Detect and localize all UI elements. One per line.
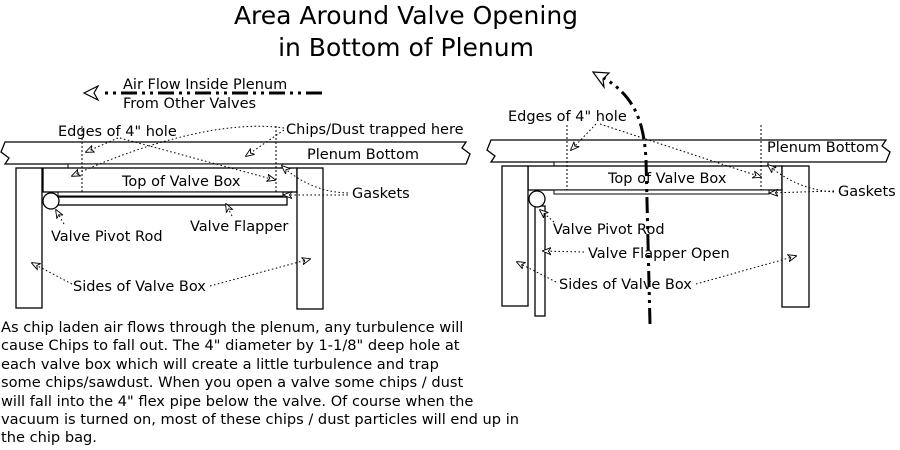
plenum-bottom-label-right: Plenum Bottom [767,140,879,156]
air-flow-label-line2: From Other Valves [123,96,256,112]
sides-leader-left-right [517,262,557,283]
diagram-title-line2: in Bottom of Plenum [278,33,534,62]
edges-of-hole-label: Edges of 4" hole [58,124,177,140]
bottom-gasket [57,191,284,197]
valve-flapper-open [534,205,546,317]
air-flow-arrowhead-icon [82,84,100,102]
valve-box-side-left-right [501,165,529,307]
valve-box-side-left [15,167,43,309]
top-of-valve-box-label: Top of Valve Box [121,174,241,190]
flapper-open-leader [543,251,585,252]
sides-of-valve-box-label: Sides of Valve Box [73,279,206,295]
air-flow-label-line1: Air Flow Inside Plenum [123,77,287,93]
valve-flapper [57,196,288,206]
valve-box-side-right-right [781,165,810,308]
chips-leader-left [72,125,285,176]
plenum-bottom-board-right [486,139,891,163]
valve-pivot-rod [42,192,60,210]
pivot-leader-right [540,210,555,223]
valve-pivot-rod-label: Valve Pivot Rod [51,229,163,245]
gaskets-label-right: Gaskets [838,184,896,200]
right-diagram-open-valve: Plenum Bottom Top of Valve Box Edges of … [486,71,896,325]
valve-box-side-right [296,167,324,310]
pivot-leader [56,210,65,225]
gaskets-leader-bottom-right [770,191,835,193]
top-of-valve-box-label-right: Top of Valve Box [607,171,727,187]
valve-pivot-rod-right [528,190,546,208]
valve-pivot-rod-label-right: Valve Pivot Rod [553,222,665,238]
left-diagram-closed-valve: Air Flow Inside Plenum From Other Valves… [0,77,471,310]
chips-trapped-label: Chips/Dust trapped here [286,122,464,138]
plenum-bottom-label: Plenum Bottom [307,147,419,163]
top-of-valve-box-right [527,165,783,191]
sides-of-valve-box-label-right: Sides of Valve Box [559,277,692,293]
air-flow-up-arrowhead-icon [591,71,611,90]
edges-of-hole-label-right: Edges of 4" hole [508,109,627,125]
edges-leader-right [119,137,275,180]
valve-flapper-open-label: Valve Flapper Open [588,246,730,262]
flapper-leader [226,204,232,217]
plenum-bottom-board [0,141,471,165]
sides-leader-right-right [695,256,796,285]
sides-leader-right [209,259,310,287]
valve-flapper-label: Valve Flapper [190,219,288,235]
diagram-title-line1: Area Around Valve Opening [234,1,578,30]
bottom-gasket-right [553,189,770,195]
description-paragraph: As chip laden air flows through the plen… [1,319,520,447]
gaskets-label: Gaskets [352,186,410,202]
edges-leader-right-right [599,123,761,177]
edges-leader-left [86,137,119,152]
